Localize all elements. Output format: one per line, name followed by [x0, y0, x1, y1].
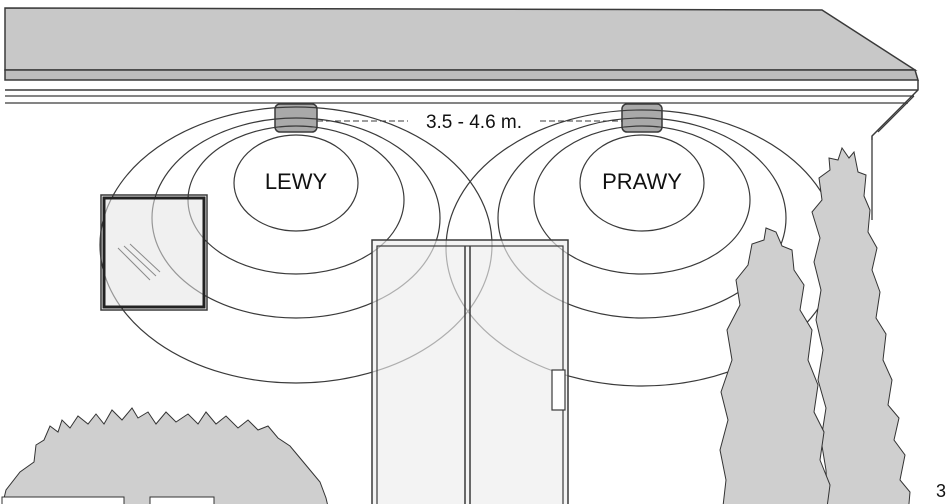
roof-fascia — [4, 69, 920, 81]
distance-label: 3.5 - 4.6 m. — [426, 112, 522, 133]
door-handle — [551, 369, 566, 411]
cypress-tall — [811, 146, 911, 504]
window — [100, 194, 208, 311]
window-glare-1 — [117, 247, 151, 281]
sensors: 3.5 - 4.6 m. — [274, 103, 663, 133]
window-frame — [100, 194, 208, 311]
trees — [719, 146, 911, 504]
right-zone-ring-3 — [497, 117, 787, 319]
corner-digit: 3 — [936, 481, 946, 501]
cypress-front — [719, 227, 831, 504]
right-sensor-label: PRAWY — [602, 169, 682, 194]
roof-slope — [4, 7, 918, 71]
eave-corner — [871, 80, 919, 140]
hedge-shape — [2, 407, 328, 504]
left-zone-ring-1 — [233, 134, 359, 232]
eave-corner-inner — [877, 95, 915, 133]
fence-bar-1 — [1, 496, 125, 504]
window-pane — [102, 196, 206, 309]
right-zone-ring-2 — [533, 125, 751, 275]
right-zone-ring-1 — [579, 134, 705, 232]
fence-bar-2 — [149, 496, 215, 504]
hedge — [1, 407, 328, 504]
glass-door — [371, 239, 569, 504]
left-sensor-label: LEWY — [265, 169, 328, 194]
window-glare-3 — [129, 243, 161, 273]
roof — [4, 7, 920, 220]
window-glare-2 — [123, 245, 157, 277]
